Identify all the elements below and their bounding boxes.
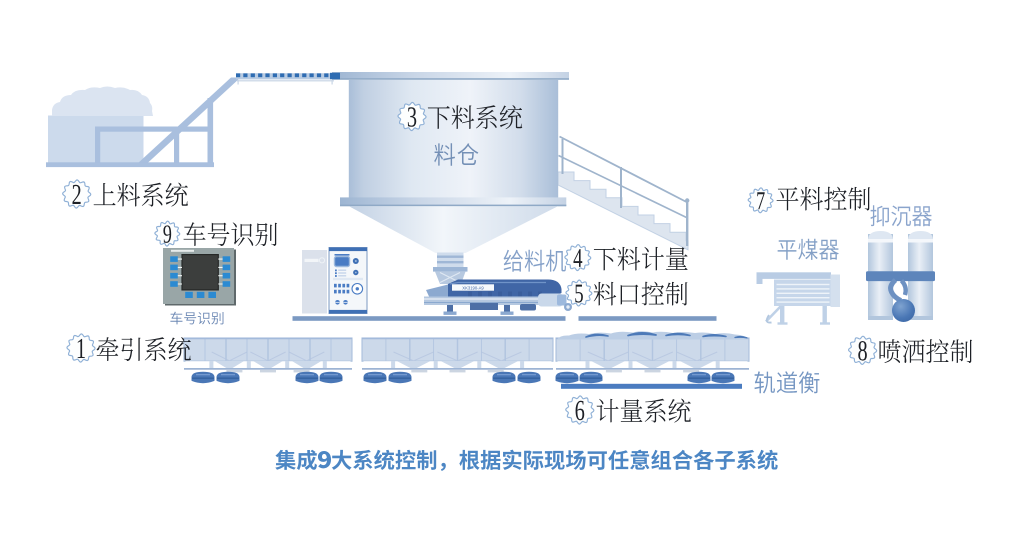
- svg-text:XK3190-A9: XK3190-A9: [462, 285, 484, 290]
